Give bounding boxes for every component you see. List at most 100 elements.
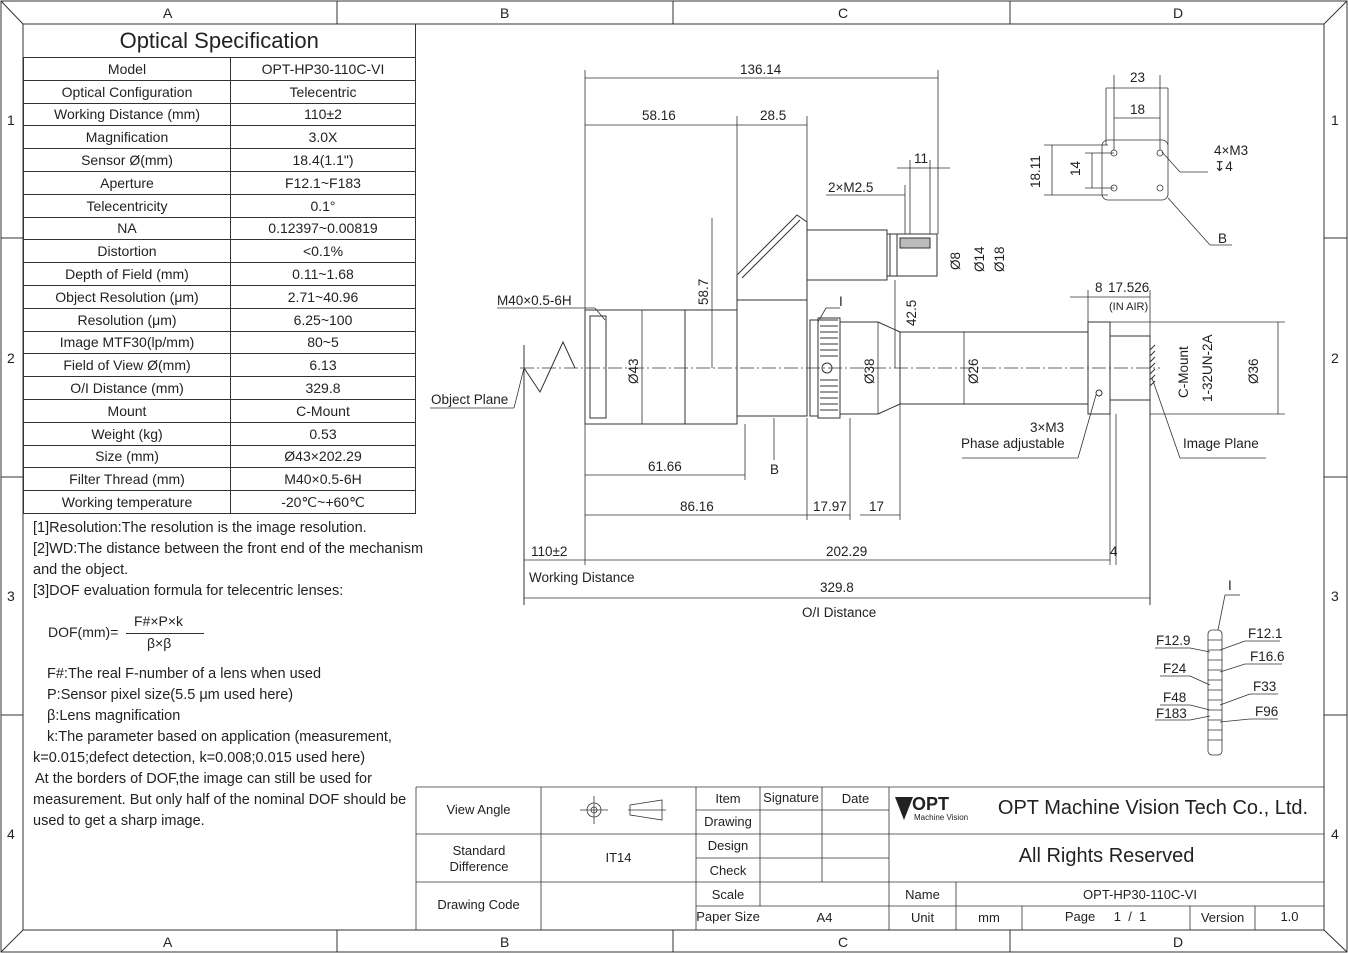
spec-value: 0.1° xyxy=(230,193,416,218)
spec-key: Distortion xyxy=(23,239,231,264)
dof-formula: DOF(mm)= F#×P×k β×β xyxy=(48,612,218,654)
col-label-bottom-c: C xyxy=(838,934,849,950)
spec-value: -20℃~+60℃ xyxy=(230,490,416,514)
name-label: Name xyxy=(905,887,940,902)
spec-key: Optical Configuration xyxy=(23,79,231,104)
note-p: P:Sensor pixel size(5.5 μm used here) xyxy=(47,687,294,703)
spec-row: Distortion<0.1% xyxy=(23,239,416,264)
row-label-right-3: 3 xyxy=(1331,588,1339,604)
dof-label: DOF(mm)= xyxy=(48,624,119,640)
note-3: [3]DOF evaluation formula for telecentri… xyxy=(33,583,344,599)
tolerance-value: IT14 xyxy=(605,850,632,865)
row-label-left-3: 3 xyxy=(7,588,15,604)
spec-value: Telecentric xyxy=(230,79,416,104)
version-value: 1.0 xyxy=(1280,909,1299,924)
spec-value: Ø43×202.29 xyxy=(230,444,416,469)
logo-subtext: Machine Vision xyxy=(914,813,969,822)
spec-row: Object Resolution (μm)2.71~40.96 xyxy=(23,284,416,309)
note-f: F#:The real F-number of a lens when used xyxy=(47,666,322,682)
spec-value: 329.8 xyxy=(230,376,416,400)
note-k2: k=0.015;defect detection, k=0.008;0.015 … xyxy=(33,750,366,766)
logo-text: OPT xyxy=(912,794,950,814)
spec-key: Telecentricity xyxy=(23,193,231,218)
spec-value: 6.13 xyxy=(230,353,416,378)
spec-row: Image MTF30(lp/mm)80~5 xyxy=(23,330,416,355)
col-label-top-c: C xyxy=(838,5,849,21)
spec-key: Model xyxy=(23,57,231,81)
note-b: β:Lens magnification xyxy=(47,708,181,724)
note-1: [1]Resolution:The resolution is the imag… xyxy=(33,520,367,536)
dof-fraction-bar xyxy=(126,633,204,634)
spec-key: Filter Thread (mm) xyxy=(23,467,231,492)
notes: [1]Resolution:The resolution is the imag… xyxy=(33,518,423,602)
spec-key: Weight (kg) xyxy=(23,421,231,446)
unit-label: Unit xyxy=(910,910,935,925)
spec-key: Field of View Ø(mm) xyxy=(23,353,231,378)
dof-numerator: F#×P×k xyxy=(134,613,184,629)
note-a1: At the borders of DOF,the image can stil… xyxy=(35,771,372,787)
row-label-right-4: 4 xyxy=(1331,826,1339,842)
spec-row: Sensor Ø(mm)18.4(1.1") xyxy=(23,148,416,172)
signature-label: Signature xyxy=(763,790,819,805)
spec-value: 80~5 xyxy=(230,330,416,355)
spec-value: 6.25~100 xyxy=(230,307,416,332)
date-label: Date xyxy=(841,791,870,806)
spec-value: 0.11~1.68 xyxy=(230,262,416,286)
col-label-top-a: A xyxy=(163,5,173,21)
note-2a: [2]WD:The distance between the front end… xyxy=(33,541,424,557)
spec-title: Optical Specification xyxy=(23,24,416,58)
row-label-left-1: 1 xyxy=(7,112,15,128)
spec-row: Weight (kg)0.53 xyxy=(23,421,416,446)
spec-key: Image MTF30(lp/mm) xyxy=(23,330,231,355)
spec-value: C-Mount xyxy=(230,398,416,423)
col-label-bottom-a: A xyxy=(163,934,173,950)
page-label: Page xyxy=(1064,909,1096,924)
item-label: Item xyxy=(715,791,741,806)
spec-value: 0.53 xyxy=(230,421,416,446)
spec-key: Depth of Field (mm) xyxy=(23,262,231,286)
spec-key: O/I Distance (mm) xyxy=(23,376,231,400)
spec-key: Magnification xyxy=(23,125,231,150)
spec-key: NA xyxy=(23,216,231,241)
spec-value: M40×0.5-6H xyxy=(230,467,416,492)
check-row-label: Check xyxy=(709,863,747,878)
row-label-left-2: 2 xyxy=(7,350,15,366)
spec-key: Working Distance (mm) xyxy=(23,102,231,127)
note-a3: used to get a sharp image. xyxy=(33,813,205,829)
note-k1: k:The parameter based on application (me… xyxy=(47,729,392,745)
view-angle-label: View Angle xyxy=(446,802,511,817)
spec-row: Field of View Ø(mm)6.13 xyxy=(23,353,416,378)
dof-denominator: β×β xyxy=(147,635,172,651)
page-value: 1 / 1 xyxy=(1113,909,1147,924)
spec-row: Depth of Field (mm)0.11~1.68 xyxy=(23,262,416,286)
spec-value: 0.12397~0.00819 xyxy=(230,216,416,241)
row-label-left-4: 4 xyxy=(7,826,15,842)
company-name: OPT Machine Vision Tech Co., Ltd. xyxy=(997,797,1309,819)
version-label: Version xyxy=(1200,910,1245,925)
note-a2: measurement. But only half of the nomina… xyxy=(33,792,407,808)
col-label-bottom-d: D xyxy=(1173,934,1184,950)
spec-row: Working Distance (mm)110±2 xyxy=(23,102,416,127)
unit-value: mm xyxy=(978,910,1000,925)
spec-row: Working temperature-20℃~+60℃ xyxy=(23,490,416,514)
notes-legend: F#:The real F-number of a lens when used… xyxy=(33,664,406,832)
spec-value: 18.4(1.1") xyxy=(230,148,416,172)
spec-key: Working temperature xyxy=(23,490,231,514)
paper-size-value: A4 xyxy=(816,910,833,925)
note-2b: and the object. xyxy=(33,562,129,578)
spec-key: Object Resolution (μm) xyxy=(23,284,231,309)
paper-size-label: Paper Size xyxy=(696,909,760,924)
col-label-top-d: D xyxy=(1173,5,1184,21)
spec-row: Filter Thread (mm)M40×0.5-6H xyxy=(23,467,416,492)
col-label-bottom-b: B xyxy=(500,934,510,950)
standard-difference-label: Standard Difference xyxy=(449,843,509,874)
